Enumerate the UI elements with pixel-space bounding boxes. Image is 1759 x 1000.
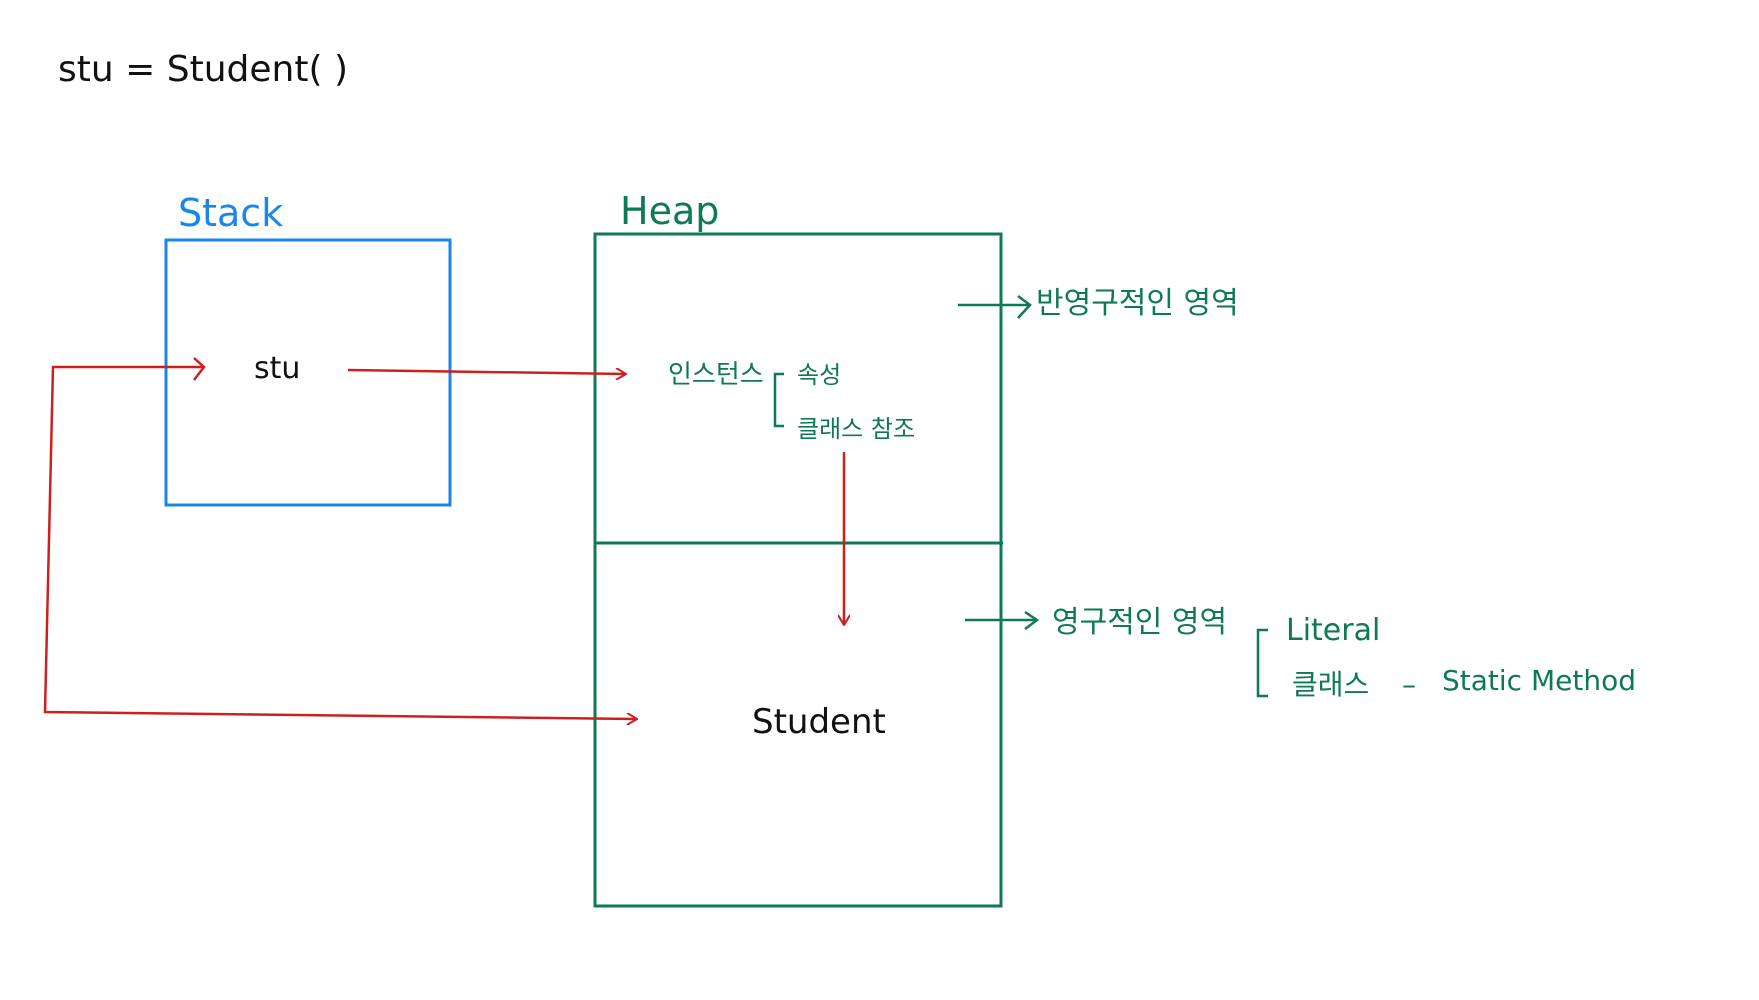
instance-label: 인스턴스 [668,360,764,390]
reference-arrow-stu-to-instance [347,370,626,374]
reference-arrow-loop [43,365,637,719]
permanent-area-label: 영구적인 영역 [1052,605,1227,640]
permanent-item-dash: – [1402,668,1416,701]
heap-box [593,232,1003,908]
reference-arrowhead-into-stack [193,357,206,381]
permanent-bracket [1256,628,1268,698]
code-line: stu = Student( ) [58,49,348,90]
semi-permanent-area-label: 반영구적인 영역 [1036,286,1239,321]
stack-variable-stu: stu [254,351,300,386]
permanent-item-literal: Literal [1286,613,1380,648]
instance-item-attribute: 속성 [797,361,841,389]
stack-box [164,238,452,507]
semi-permanent-arrowhead [1017,295,1032,319]
instance-bracket [773,372,784,428]
student-object-label: Student [752,702,886,742]
stack-label: Stack [178,191,283,235]
instance-item-class-reference: 클래스 참조 [797,415,915,443]
permanent-item-static-method: Static Method [1442,664,1636,697]
heap-label: Heap [620,189,719,233]
permanent-item-class: 클래스 [1292,668,1369,701]
permanent-arrowhead [1024,610,1040,630]
